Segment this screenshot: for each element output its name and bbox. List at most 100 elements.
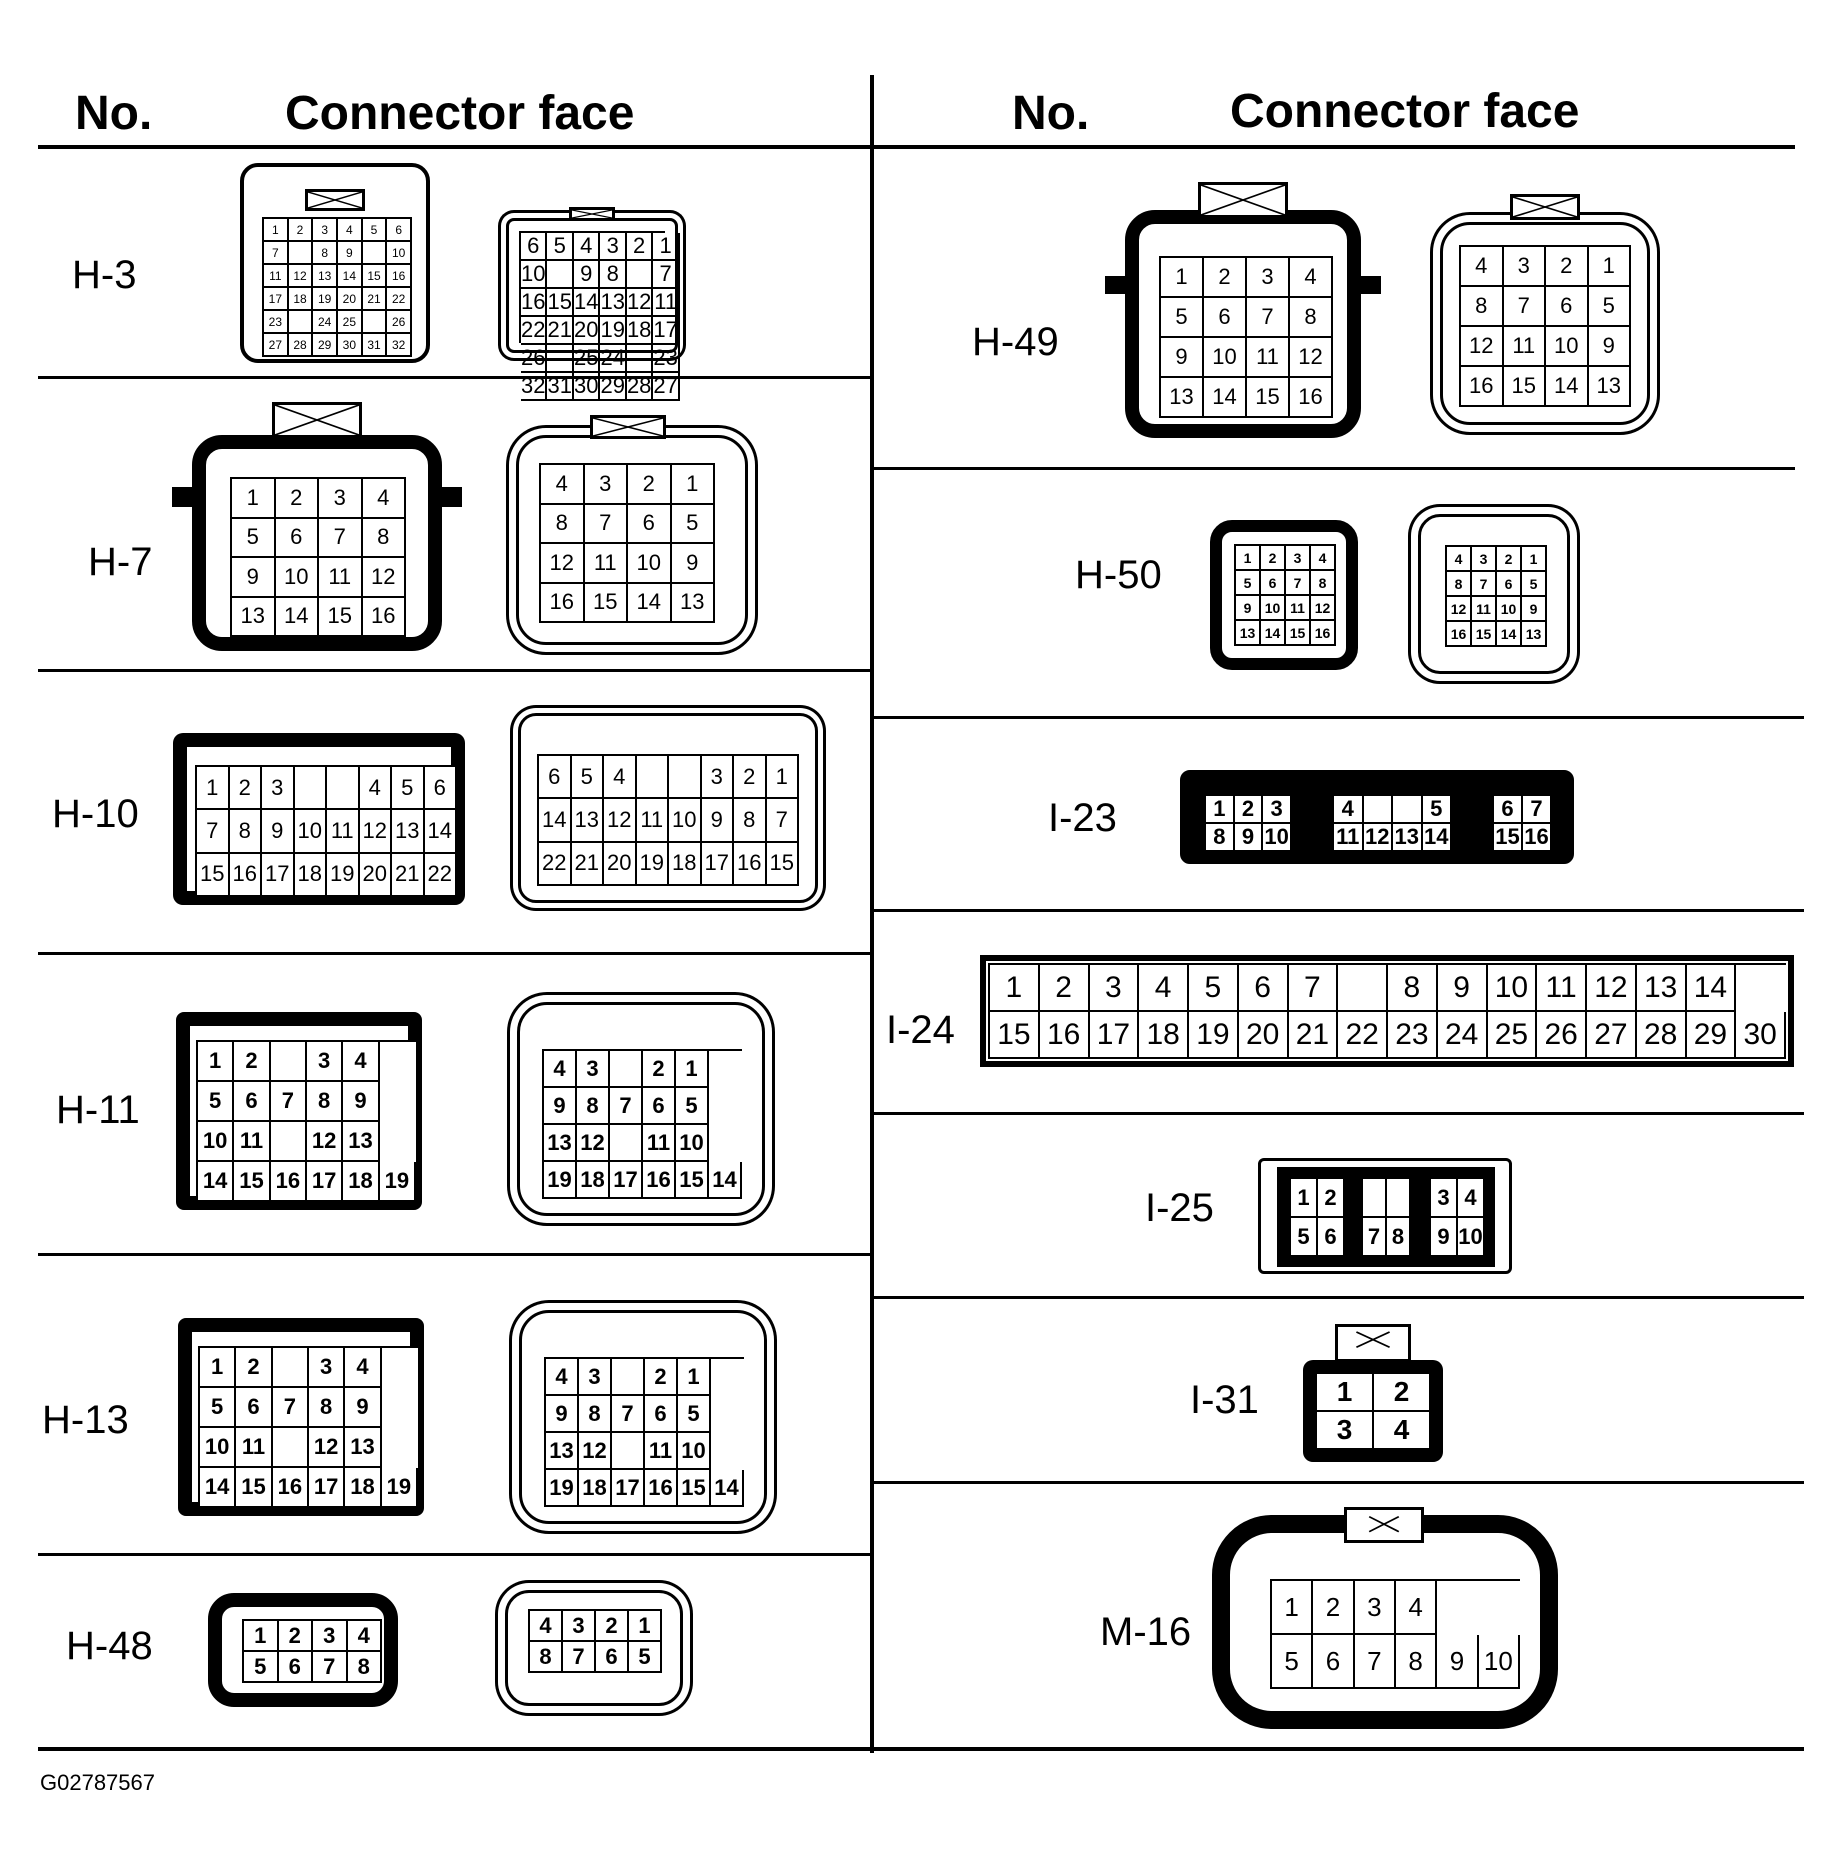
pin-grid: 65432110·98·716151413121122212019181726·…	[519, 231, 680, 401]
pin-cell: ·	[362, 242, 388, 265]
pin-cell: ·	[272, 1428, 309, 1468]
pin-cell: 2	[626, 233, 654, 261]
pin-cell: 2	[1261, 546, 1286, 571]
pin-cell: 23	[653, 345, 680, 373]
pin-cell: 28	[626, 373, 654, 401]
pin-cell: 13	[313, 265, 338, 288]
pin-cell: 12	[362, 558, 406, 598]
pin-cell: ·	[626, 261, 654, 289]
pin-cell: 7	[197, 810, 230, 854]
pin-cell: 8	[308, 1388, 346, 1428]
pin-cell: 16	[229, 853, 262, 897]
latch-icon	[305, 189, 365, 211]
pin-cell: 11	[643, 1125, 676, 1162]
pin-cell: 9	[1522, 597, 1547, 622]
pin-cell: 20	[604, 842, 637, 886]
pin-cell: 10	[628, 544, 672, 584]
pin-cell: 7	[1286, 571, 1311, 596]
pin-cell: 18	[288, 288, 314, 311]
pin-cell: 26	[387, 311, 412, 334]
pin-cell: 3	[600, 233, 627, 261]
pin-cell: 8	[734, 799, 767, 843]
pin-cell: 17	[308, 1468, 346, 1508]
pin-cell: ·	[327, 767, 360, 811]
pin-cell: 15	[234, 1162, 271, 1202]
pin-cell: 3	[1503, 247, 1546, 287]
pin-cell: 3	[563, 1611, 596, 1642]
pin-cell: 15	[990, 1012, 1040, 1059]
pin-cell: 7	[584, 504, 628, 544]
pin-cell: 27	[1587, 1012, 1637, 1059]
pin-cell: 3	[313, 1621, 348, 1652]
pin-cell: 2	[645, 1359, 678, 1396]
pin-cell: 5	[547, 233, 574, 261]
pin-cell: 24	[1437, 1012, 1488, 1059]
pin-cell: 1	[1291, 1179, 1318, 1218]
pin-cell: 16	[645, 1470, 678, 1507]
pin-cell: 10	[676, 1125, 709, 1162]
pin-cell: 26	[1537, 1012, 1587, 1059]
pin-cell: 6	[521, 233, 548, 261]
left-no-header: No.	[75, 87, 153, 140]
pin-cell: 8	[362, 518, 406, 558]
pin-cell: ·	[626, 345, 654, 373]
pin-cell: 10	[275, 558, 319, 598]
latch	[1344, 1507, 1424, 1543]
pin-cell: 13	[1236, 621, 1261, 646]
pin-cell: 20	[573, 317, 601, 345]
pin-cell: 5	[1272, 1635, 1314, 1689]
center-divider	[870, 75, 874, 1753]
pin-cell: 8	[1387, 1218, 1411, 1257]
pin-cell: 3	[1286, 546, 1311, 571]
pin-cell: 16	[1447, 622, 1472, 647]
row-divider	[872, 1481, 1804, 1484]
pin-cell: 19	[636, 842, 669, 886]
pin-cell: 3	[1431, 1179, 1458, 1218]
latch	[1335, 1324, 1411, 1362]
pin-cell: 13	[544, 1125, 577, 1162]
pin-cell: 8	[1395, 1635, 1438, 1689]
pin-cell: 21	[392, 853, 425, 897]
pin-cell: 3	[308, 1348, 346, 1388]
pin-cell: 15	[678, 1470, 711, 1507]
pin-cell: 9	[1234, 824, 1264, 852]
pin-cell: 3	[579, 1359, 612, 1396]
pin-cell: 6	[236, 1388, 273, 1428]
pin-cell: 10	[200, 1428, 237, 1468]
pin-cell: 20	[1238, 1012, 1289, 1059]
pin-cell: 30	[1736, 1012, 1786, 1059]
pin-cell: 9	[546, 1396, 579, 1433]
pin-cell: ·	[547, 345, 574, 373]
pin-cell: 1	[244, 1621, 279, 1652]
pin-cell: 1	[264, 219, 289, 242]
pin-cell: 5	[571, 756, 604, 800]
pin-cell: 3	[313, 219, 338, 242]
pin-cell: 4	[362, 479, 406, 519]
pin-cell: ·	[1363, 1179, 1387, 1218]
pin-cell: 11	[645, 1433, 678, 1470]
pin-cell: 15	[197, 853, 230, 897]
pin-cell: 2	[1039, 965, 1090, 1012]
pin-cell: 13	[671, 583, 715, 623]
pin-cell: 16	[387, 265, 412, 288]
pin-cell: 16	[272, 1468, 309, 1508]
pin-cell: 15	[766, 842, 799, 886]
pin-cell: 23	[264, 311, 289, 334]
pin-cell: 7	[653, 261, 680, 289]
row-divider	[872, 1296, 1804, 1299]
pin-cell: 15	[1472, 622, 1497, 647]
pin-cell: 17	[653, 317, 680, 345]
pin-cell: 6	[628, 504, 672, 544]
pin-cell: 9	[345, 1388, 382, 1428]
pin-cell: 15	[236, 1468, 273, 1508]
pin-cell: 2	[643, 1051, 676, 1088]
pin-cell: 28	[1636, 1012, 1687, 1059]
pin-cell: 2	[229, 767, 262, 811]
